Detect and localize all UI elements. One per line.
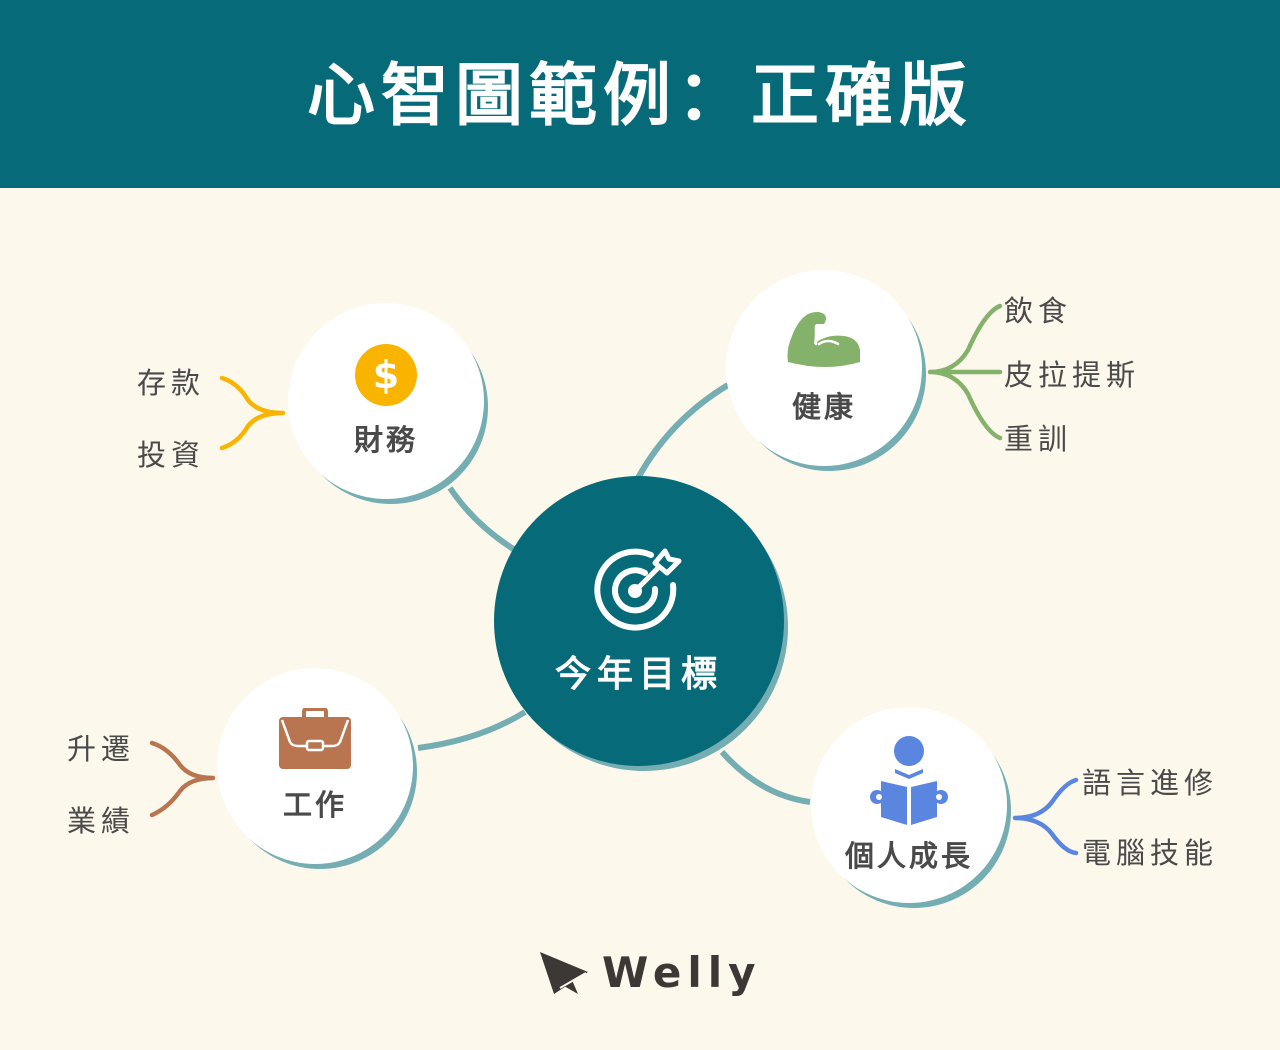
page-title: 心智圖範例：正確版 [306,56,973,136]
person-reading-icon [870,736,948,825]
leaf-performance[interactable]: 業績 [67,804,136,838]
connector-work [417,709,527,751]
node-label: 工作 [282,788,347,822]
node-finance[interactable]: $ 財務 [288,303,484,499]
center-node[interactable]: 今年目標 [494,476,784,766]
leaf-computer-skills[interactable]: 電腦技能 [1082,836,1219,870]
connector-finance [447,486,517,553]
paper-plane-logo-icon [540,951,588,994]
leaf-savings[interactable]: 存款 [137,366,206,400]
flexed-bicep-icon [787,312,860,367]
node-health[interactable]: 健康 [726,270,922,466]
sub-connector-finance [219,375,286,451]
leaf-weight-training[interactable]: 重訓 [1004,422,1073,456]
node-personal-growth[interactable]: 個人成長 [811,707,1007,903]
leaf-pilates[interactable]: 皮拉提斯 [1004,358,1141,392]
briefcase-icon [279,708,351,769]
node-label: 財務 [353,423,418,457]
sub-connector-work [149,740,216,818]
node-work[interactable]: 工作 [217,668,413,864]
brand-logo: Welly [538,948,762,997]
leaf-diet[interactable]: 飲食 [1004,294,1073,328]
connector-growth [719,750,811,805]
target-arrow-icon [594,548,682,631]
title-banner: 心智圖範例：正確版 [0,0,1280,188]
leaf-language-study[interactable]: 語言進修 [1082,766,1219,800]
leaf-investment[interactable]: 投資 [137,438,206,472]
center-label: 今年目標 [554,654,723,695]
connector-health [635,382,730,480]
svg-text:$: $ [373,353,399,397]
dollar-coin-icon: $ [355,344,417,406]
leaf-promotion[interactable]: 升遷 [67,732,136,766]
sub-connector-health [927,303,1003,441]
node-label: 健康 [791,390,856,424]
node-label: 個人成長 [844,839,973,873]
brand-name: Welly [602,948,762,997]
sub-connector-growth [1012,777,1079,856]
